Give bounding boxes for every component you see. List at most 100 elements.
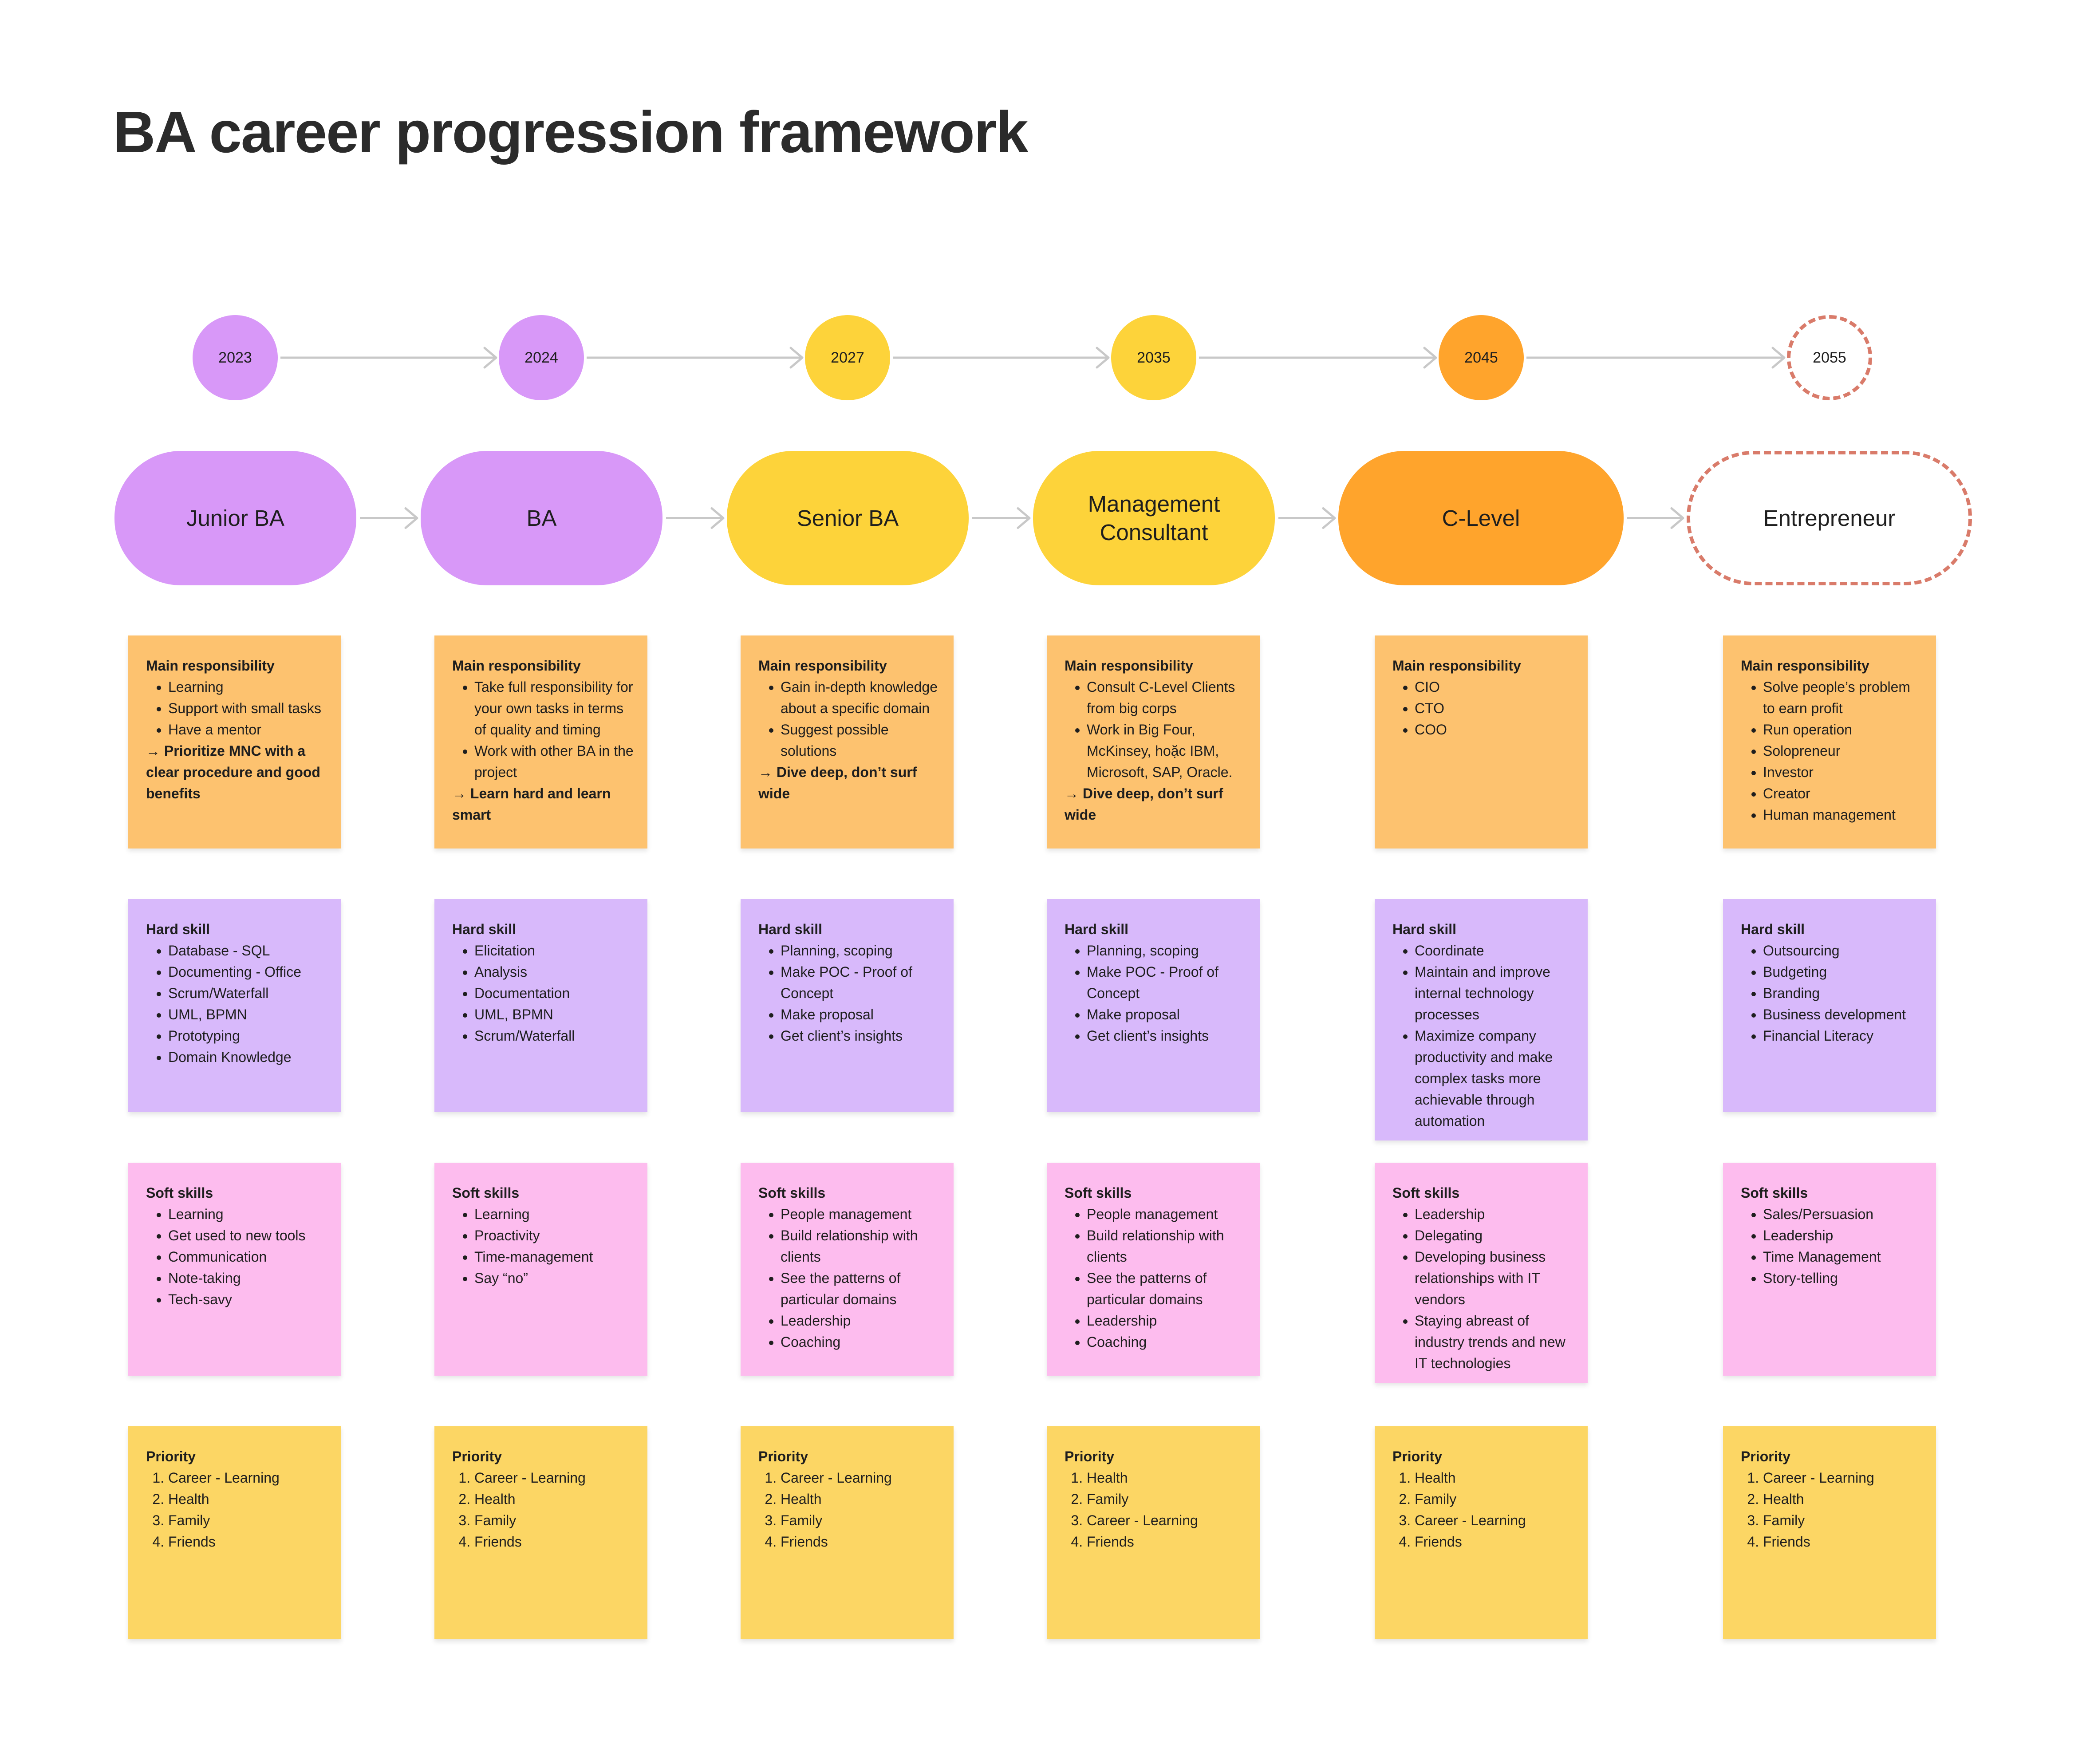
note-heading: Main responsibility <box>758 658 887 674</box>
note-soft-skills-c-level: Soft skillsLeadershipDelegatingDevelopin… <box>1375 1163 1588 1383</box>
list-item: Human management <box>1763 804 1923 825</box>
note-heading: Hard skill <box>1741 921 1805 937</box>
note-heading: Soft skills <box>1065 1185 1132 1201</box>
list-item: Leadership <box>1415 1204 1574 1225</box>
note-heading: Main responsibility <box>1065 658 1193 674</box>
year-circle-2023: 2023 <box>193 315 278 400</box>
list-item: Friends <box>1415 1531 1574 1552</box>
note-heading: Hard skill <box>146 921 210 937</box>
list-item: Friends <box>781 1531 940 1552</box>
note-summary: → Dive deep, don’t surf wide <box>1065 785 1223 823</box>
list-item: Family <box>1087 1488 1246 1510</box>
timeline-arrow <box>893 347 1110 369</box>
timeline-arrow <box>1199 347 1437 369</box>
note-heading: Hard skill <box>452 921 517 937</box>
list-item: Domain Knowledge <box>168 1046 328 1068</box>
note-heading: Priority <box>1065 1448 1115 1464</box>
list-item: Leadership <box>1763 1225 1923 1246</box>
list-item: Elicitation <box>474 940 634 961</box>
bullet-list: Consult C-Level Clients from big corpsWo… <box>1065 676 1246 783</box>
note-heading: Hard skill <box>758 921 823 937</box>
list-item: Branding <box>1763 983 1923 1004</box>
list-item: Health <box>168 1488 328 1510</box>
list-item: Maintain and improve internal technology… <box>1415 961 1574 1025</box>
list-item: COO <box>1415 719 1574 740</box>
timeline-arrow <box>1526 347 1786 369</box>
bullet-list: Planning, scopingMake POC - Proof of Con… <box>758 940 940 1046</box>
list-item: Sales/Persuasion <box>1763 1204 1923 1225</box>
note-heading: Priority <box>452 1448 502 1464</box>
note-hard-skill-management-consultant: Hard skillPlanning, scopingMake POC - Pr… <box>1047 899 1260 1112</box>
note-responsibility-entrepreneur: Main responsibilitySolve people’s proble… <box>1723 635 1936 848</box>
list-item: People management <box>1087 1204 1246 1225</box>
bullet-list: Solve people’s problem to earn profitRun… <box>1741 676 1923 825</box>
list-item: Work in Big Four, McKinsey, hoặc IBM, Mi… <box>1087 719 1246 783</box>
year-circle-2035: 2035 <box>1111 315 1196 400</box>
list-item: Friends <box>168 1531 328 1552</box>
list-item: Work with other BA in the project <box>474 740 634 783</box>
list-item: Maximize company productivity and make c… <box>1415 1025 1574 1132</box>
list-item: Career - Learning <box>1087 1510 1246 1531</box>
bullet-list: LearningProactivityTime-managementSay “n… <box>452 1204 634 1289</box>
list-item: Documentation <box>474 983 634 1004</box>
role-label: Entrepreneur <box>1763 505 1896 531</box>
note-heading: Hard skill <box>1065 921 1129 937</box>
role-label: Management Consultant <box>1088 491 1220 545</box>
bullet-list: ElicitationAnalysisDocumentationUML, BPM… <box>452 940 634 1046</box>
role-node-junior-ba: Junior BA <box>114 451 356 585</box>
list-item: CIO <box>1415 676 1574 698</box>
role-node-senior-ba: Senior BA <box>727 451 969 585</box>
list-item: People management <box>781 1204 940 1225</box>
bullet-list: Take full responsibility for your own ta… <box>452 676 634 783</box>
note-heading: Soft skills <box>1741 1185 1808 1201</box>
list-item: Solve people’s problem to earn profit <box>1763 676 1923 719</box>
note-summary: → Prioritize MNC with a clear procedure … <box>146 743 320 801</box>
list-item: Friends <box>1763 1531 1923 1552</box>
year-circle-2024: 2024 <box>499 315 584 400</box>
priority-list: Career - LearningHealthFamilyFriends <box>452 1467 634 1552</box>
list-item: Health <box>781 1488 940 1510</box>
list-item: Career - Learning <box>1415 1510 1574 1531</box>
role-arrow <box>666 507 725 529</box>
note-heading: Hard skill <box>1392 921 1457 937</box>
list-item: Friends <box>474 1531 634 1552</box>
role-node-ba: BA <box>421 451 662 585</box>
list-item: Analysis <box>474 961 634 983</box>
bullet-list: People managementBuild relationship with… <box>1065 1204 1246 1353</box>
list-item: Friends <box>1087 1531 1246 1552</box>
bullet-list: Gain in-depth knowledge about a specific… <box>758 676 940 762</box>
list-item: Delegating <box>1415 1225 1574 1246</box>
list-item: Take full responsibility for your own ta… <box>474 676 634 740</box>
note-priority-junior-ba: PriorityCareer - LearningHealthFamilyFri… <box>128 1426 341 1639</box>
note-summary: → Learn hard and learn smart <box>452 785 611 823</box>
list-item: Get used to new tools <box>168 1225 328 1246</box>
note-hard-skill-senior-ba: Hard skillPlanning, scopingMake POC - Pr… <box>741 899 954 1112</box>
list-item: Family <box>781 1510 940 1531</box>
list-item: Coaching <box>1087 1331 1246 1353</box>
note-soft-skills-senior-ba: Soft skillsPeople managementBuild relati… <box>741 1163 954 1376</box>
note-heading: Soft skills <box>758 1185 826 1201</box>
timeline-arrow <box>587 347 804 369</box>
list-item: Family <box>474 1510 634 1531</box>
list-item: Career - Learning <box>781 1467 940 1488</box>
priority-list: HealthFamilyCareer - LearningFriends <box>1065 1467 1246 1552</box>
note-responsibility-c-level: Main responsibilityCIOCTOCOO <box>1375 635 1588 848</box>
role-label: BA <box>526 505 557 531</box>
bullet-list: OutsourcingBudgetingBrandingBusiness dev… <box>1741 940 1923 1046</box>
list-item: Outsourcing <box>1763 940 1923 961</box>
page-title: BA career progression framework <box>113 99 1029 165</box>
list-item: Family <box>1415 1488 1574 1510</box>
list-item: Build relationship with clients <box>781 1225 940 1267</box>
list-item: Staying abreast of industry trends and n… <box>1415 1310 1574 1374</box>
list-item: Family <box>168 1510 328 1531</box>
note-soft-skills-entrepreneur: Soft skillsSales/PersuasionLeadershipTim… <box>1723 1163 1936 1376</box>
note-heading: Main responsibility <box>452 658 581 674</box>
list-item: Family <box>1763 1510 1923 1531</box>
role-arrow <box>972 507 1031 529</box>
list-item: Career - Learning <box>1763 1467 1923 1488</box>
list-item: UML, BPMN <box>168 1004 328 1025</box>
note-heading: Soft skills <box>452 1185 520 1201</box>
note-summary: → Dive deep, don’t surf wide <box>758 764 917 801</box>
note-heading: Priority <box>1741 1448 1791 1464</box>
